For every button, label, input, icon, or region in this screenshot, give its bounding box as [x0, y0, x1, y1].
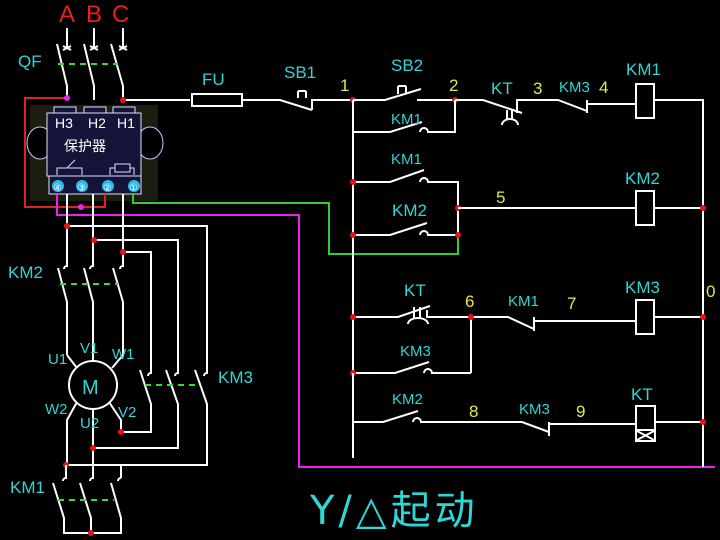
terminal-4: ④ — [53, 183, 62, 194]
kt-coil-label: KT — [631, 385, 653, 404]
km3-main-label: KM3 — [218, 368, 253, 387]
fuse-fu — [191, 93, 243, 107]
red-wire — [24, 97, 106, 208]
sb1-label: SB1 — [284, 63, 316, 82]
node-6: 6 — [465, 292, 474, 311]
rung2-km1-label: KM1 — [391, 151, 422, 168]
node-0: 0 — [706, 282, 715, 301]
rung1-hold-label: KM1 — [391, 111, 422, 128]
motor-label: M — [82, 377, 99, 399]
km2-main-label: KM2 — [8, 263, 43, 282]
km2-coil-label: KM2 — [625, 169, 660, 188]
node-9: 9 — [576, 402, 585, 421]
motor-u2: U2 — [80, 415, 99, 432]
diagram-title: Y/△起动 — [310, 488, 479, 534]
km3-coil — [635, 299, 655, 335]
qf-label: QF — [18, 52, 42, 71]
km3-main-contacts — [67, 368, 208, 466]
green-wire — [132, 194, 459, 255]
node-7: 7 — [567, 294, 576, 313]
phase-c-label: C — [112, 1, 129, 28]
protector-h1: H1 — [117, 115, 135, 131]
rung3-kt-label: KT — [404, 281, 426, 300]
node-1: 1 — [340, 76, 349, 95]
motor-u1: U1 — [48, 351, 67, 368]
node-2: 2 — [449, 76, 458, 95]
km2-coil — [635, 190, 655, 226]
terminal-3: ③ — [77, 183, 86, 194]
sb2-label: SB2 — [391, 56, 423, 75]
km1-main-contacts — [52, 465, 122, 534]
km1-main-label: KM1 — [10, 478, 45, 497]
kt-coil — [635, 405, 656, 442]
protector-h2: H2 — [88, 115, 106, 131]
phase-a-label: A — [59, 1, 75, 28]
terminal-1: ① — [129, 183, 138, 194]
node-5: 5 — [496, 188, 505, 207]
fu-label: FU — [202, 70, 225, 89]
node-3: 3 — [533, 79, 542, 98]
rung1-km3-label: KM3 — [559, 79, 590, 96]
km1-coil — [635, 83, 655, 119]
km3-coil-label: KM3 — [625, 278, 660, 297]
rung3-km1-label: KM1 — [508, 293, 539, 310]
phase-b-label: B — [86, 1, 102, 28]
protector-label: 保护器 — [64, 139, 106, 155]
motor-w2: W2 — [45, 401, 68, 418]
motor-v1: V1 — [80, 340, 98, 357]
rung2-km2-label: KM2 — [392, 201, 427, 220]
motor — [66, 340, 124, 465]
km2-main-contacts — [57, 258, 124, 355]
protector-h3: H3 — [55, 115, 73, 131]
node-4: 4 — [599, 78, 608, 97]
qf-breaker — [56, 28, 128, 100]
rung3-hold-label: KM3 — [400, 343, 431, 360]
rung4-km3-label: KM3 — [519, 401, 550, 418]
terminal-2: ② — [103, 183, 112, 194]
motor-v2: V2 — [118, 404, 136, 421]
km1-coil-label: KM1 — [626, 60, 661, 79]
magenta-wire — [56, 194, 715, 468]
motor-w1: W1 — [112, 346, 135, 363]
rung1-kt-label: KT — [491, 79, 513, 98]
protector-device — [26, 105, 164, 201]
node-8: 8 — [469, 402, 478, 421]
rung4-km2-label: KM2 — [392, 391, 423, 408]
